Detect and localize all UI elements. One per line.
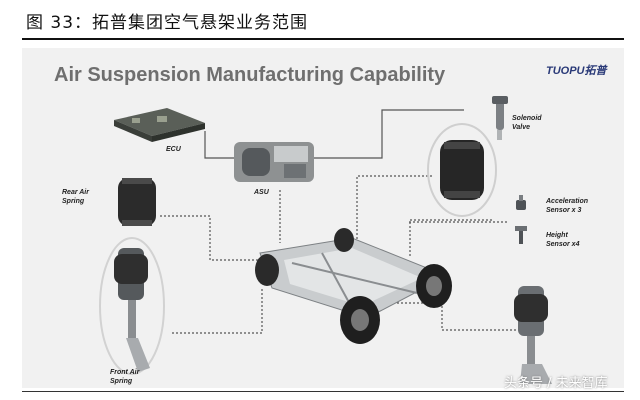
acceleration-sensor-label: Acceleration Sensor x 3 [546, 198, 589, 214]
rear-air-spring-icon [118, 178, 156, 226]
asu-label: ASU [254, 189, 269, 196]
rear-air-spring-highlight [427, 123, 497, 217]
solenoid-valve-icon [492, 96, 508, 140]
figure-panel: Air Suspension Manufacturing Capability … [22, 48, 624, 391]
acceleration-sensor-icon [516, 195, 526, 210]
ecu-icon [114, 108, 205, 142]
front-air-spring-right-icon [514, 286, 552, 384]
rear-air-spring-label: Rear Air Spring [62, 189, 89, 205]
chassis-icon [255, 228, 452, 344]
bottom-divider [22, 391, 624, 392]
asu-valve-connector [314, 109, 464, 159]
caption-divider [22, 38, 624, 40]
ecu-label: ECU [166, 146, 181, 153]
panel-title: Air Suspension Manufacturing Capability [54, 64, 446, 86]
tuopu-logo: TUOPU拓普 [546, 65, 607, 77]
asu-icon [234, 142, 314, 182]
watermark: 头条号 / 未来智库 [504, 376, 608, 391]
height-sensor-label: Height Sensor x4 [546, 232, 580, 248]
ecu-asu-connector [204, 131, 234, 159]
front-air-spring-label: Front Air Spring [110, 369, 140, 385]
connector-lines [204, 109, 464, 159]
dotted-connectors [160, 175, 517, 334]
figure-caption: 图 33：拓普集团空气悬架业务范围 [26, 13, 309, 33]
height-sensor-icon [515, 226, 527, 244]
front-air-spring-highlight [99, 237, 165, 375]
solenoid-valve-label: Solenoid Valve [512, 115, 542, 131]
illustration [99, 96, 552, 384]
